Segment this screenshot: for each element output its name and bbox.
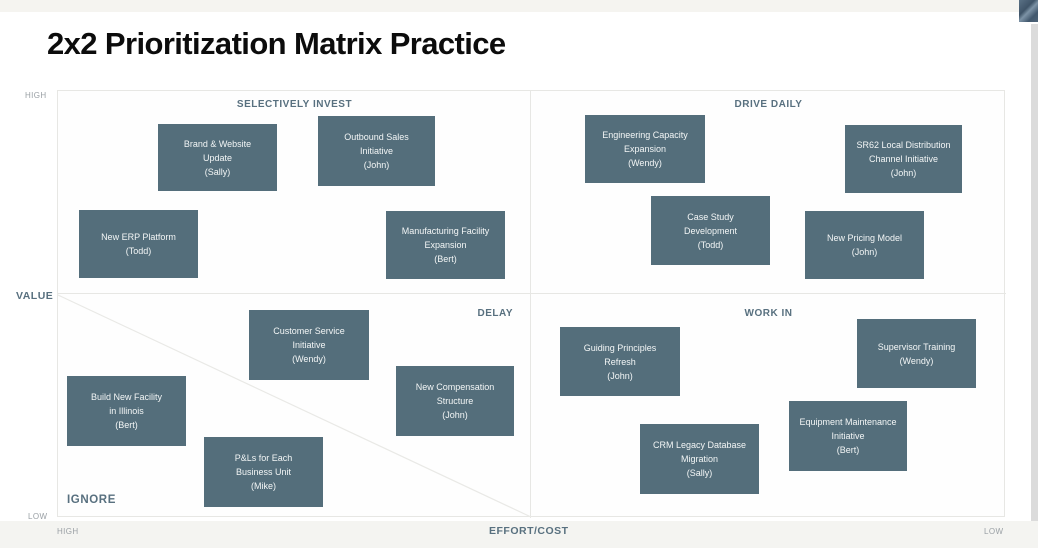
value-axis-label: VALUE — [16, 290, 54, 302]
slide-bottom-margin — [0, 521, 1038, 548]
effort-axis-high-label: HIGH — [57, 527, 79, 536]
matrix-card[interactable]: Supervisor Training (Wendy) — [857, 319, 976, 388]
quadrant-label-delay: DELAY — [477, 308, 513, 319]
matrix-card[interactable]: New Compensation Structure (John) — [396, 366, 514, 436]
matrix-card[interactable]: New ERP Platform (Todd) — [79, 210, 198, 278]
matrix-vertical-divider — [530, 91, 531, 518]
matrix-card[interactable]: Equipment Maintenance Initiative (Bert) — [789, 401, 907, 471]
matrix-card[interactable]: SR62 Local Distribution Channel Initiati… — [845, 125, 962, 193]
effort-axis-low-label: LOW — [984, 527, 1004, 536]
value-axis-low-label: LOW — [28, 512, 48, 521]
matrix-card[interactable]: Build New Facility in Illinois (Bert) — [67, 376, 186, 446]
matrix-card[interactable]: P&Ls for Each Business Unit (Mike) — [204, 437, 323, 507]
value-axis-high-label: HIGH — [25, 91, 47, 100]
window-chrome-strip — [0, 0, 1038, 12]
matrix-card[interactable]: New Pricing Model (John) — [805, 211, 924, 279]
effort-axis-label: EFFORT/COST — [489, 525, 569, 537]
slide-title: 2x2 Prioritization Matrix Practice — [47, 26, 506, 61]
matrix-horizontal-divider — [58, 293, 1006, 294]
participant-video-thumbnail[interactable] — [1019, 0, 1038, 22]
diagonal-divider-line — [58, 294, 531, 518]
quadrant-label-ignore: IGNORE — [67, 494, 116, 506]
vertical-scrollbar[interactable] — [1031, 24, 1038, 548]
quadrant-label-work-in: WORK IN — [744, 308, 793, 319]
quadrant-label-drive-daily: DRIVE DAILY — [734, 99, 803, 110]
matrix-card[interactable]: Case Study Development (Todd) — [651, 196, 770, 265]
matrix-card[interactable]: Engineering Capacity Expansion (Wendy) — [585, 115, 705, 183]
quadrant-label-selectively-invest: SELECTIVELY INVEST — [236, 99, 353, 110]
matrix-card[interactable]: Guiding Principles Refresh (John) — [560, 327, 680, 396]
matrix-card[interactable]: Manufacturing Facility Expansion (Bert) — [386, 211, 505, 279]
matrix-card[interactable]: Outbound Sales Initiative (John) — [318, 116, 435, 186]
matrix-card[interactable]: Customer Service Initiative (Wendy) — [249, 310, 369, 380]
matrix-card[interactable]: CRM Legacy Database Migration (Sally) — [640, 424, 759, 494]
matrix-card[interactable]: Brand & Website Update (Sally) — [158, 124, 277, 191]
